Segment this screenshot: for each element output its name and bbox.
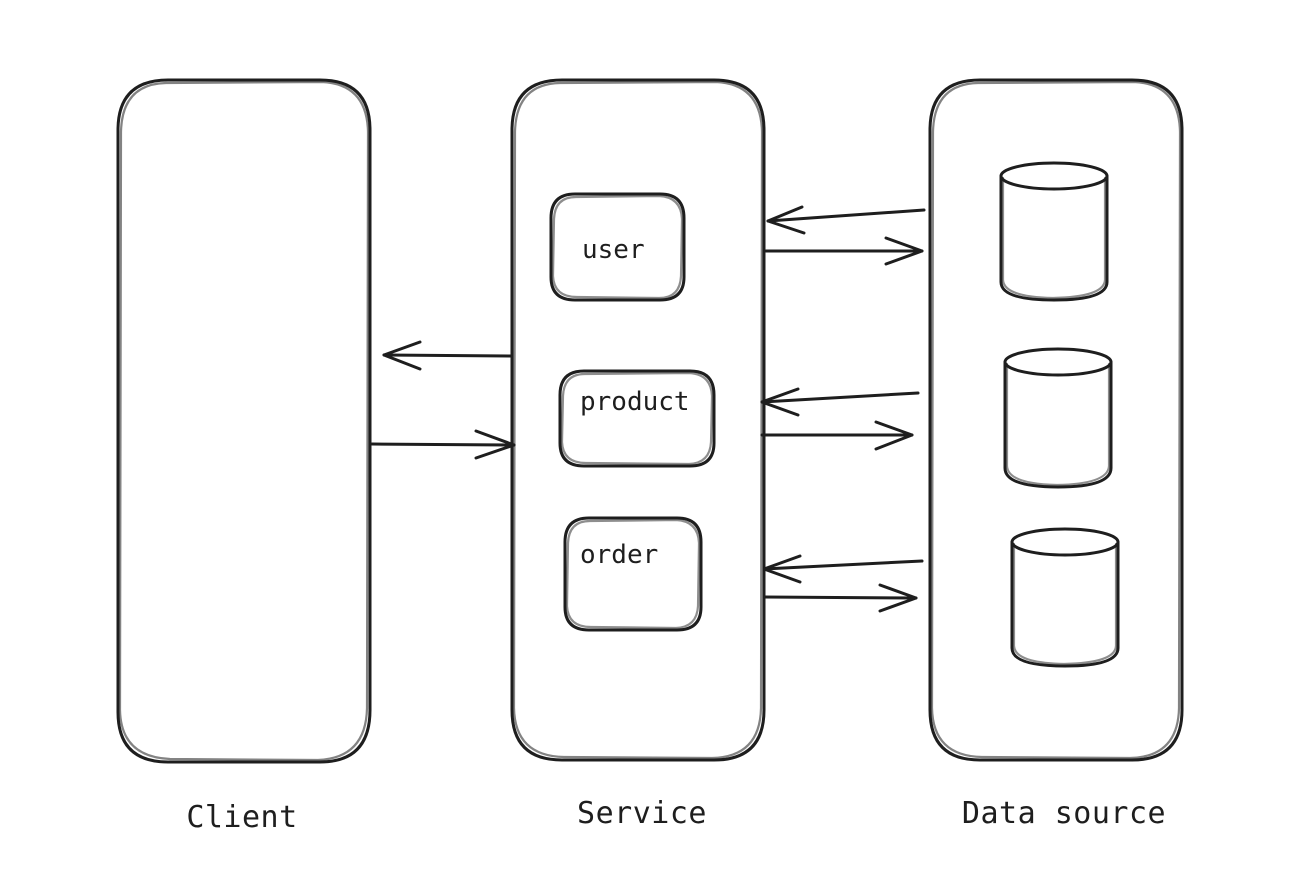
arrow-service-to-db3 [762, 583, 918, 613]
arrow-client-to-service [370, 429, 516, 460]
data-source-label: Data source [962, 796, 1166, 831]
service-user-box[interactable]: user [549, 192, 686, 302]
service-order-box[interactable]: order [563, 516, 703, 632]
service-product-label: product [580, 387, 690, 417]
service-order-label: order [580, 540, 658, 570]
arrow-service-to-db1 [764, 236, 924, 266]
arrow-db3-to-service [762, 554, 924, 584]
client-label: Client [186, 800, 297, 835]
arrow-db1-to-service [766, 205, 926, 235]
database-cylinder-2[interactable] [1003, 347, 1113, 489]
arrow-service-to-client [382, 340, 514, 371]
service-label: Service [577, 796, 707, 831]
database-cylinder-3[interactable] [1010, 527, 1120, 668]
arrow-service-to-db2 [760, 420, 914, 451]
data-source-container[interactable] [928, 78, 1184, 762]
service-product-box[interactable]: product [558, 369, 716, 468]
database-cylinder-1[interactable] [999, 161, 1109, 302]
service-container[interactable] [510, 78, 766, 762]
service-user-label: user [582, 235, 645, 265]
arrow-db2-to-service [760, 387, 920, 417]
client-container[interactable] [116, 78, 372, 764]
